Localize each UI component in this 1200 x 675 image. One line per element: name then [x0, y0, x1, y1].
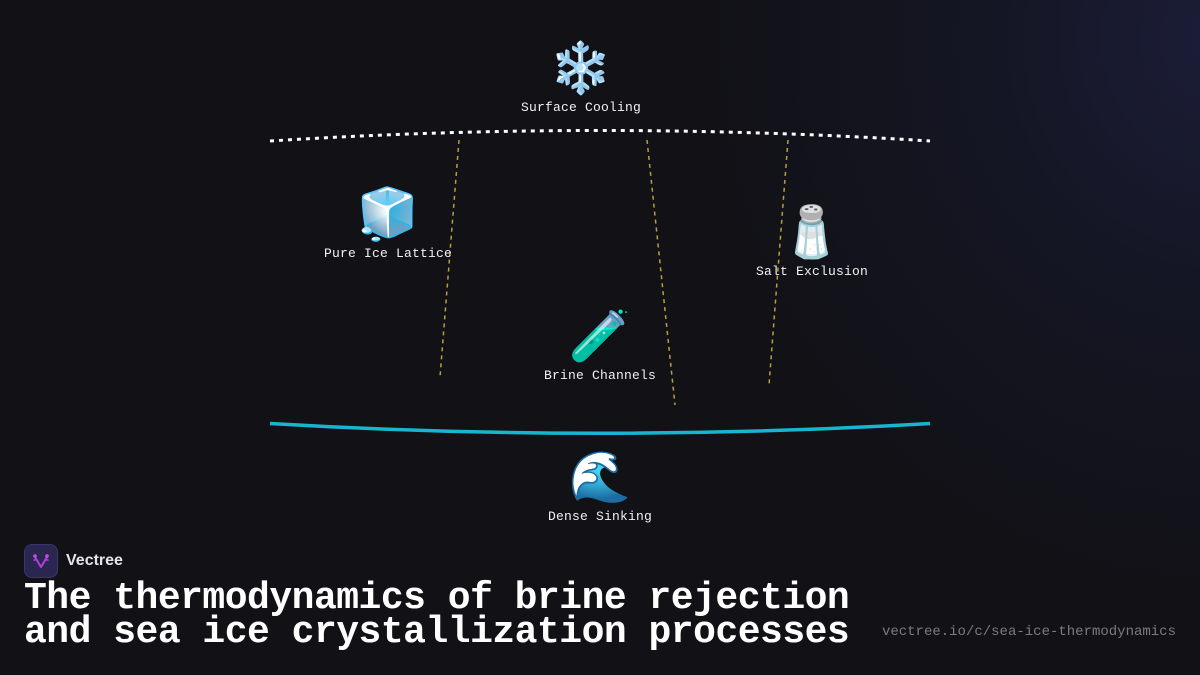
node-label: Salt Exclusion: [755, 264, 869, 279]
connector-salt-exclusion: [768, 139, 789, 386]
brand: Vectree: [24, 544, 123, 578]
water-boundary-line: [269, 421, 931, 435]
brand-name: Vectree: [66, 552, 123, 569]
title-line-2: and sea ice crystallization processes: [24, 611, 850, 654]
snowflake-icon: ❄️: [549, 39, 613, 97]
node-label: Pure Ice Lattice: [323, 246, 453, 261]
wave-icon: 🌊: [568, 448, 632, 506]
node-surface-cooling: ❄️ Surface Cooling: [521, 40, 641, 115]
node-salt-exclusion: 🧂 Salt Exclusion: [756, 204, 868, 279]
title-line-1: The thermodynamics of brine rejection: [24, 577, 850, 620]
node-label: Brine Channels: [543, 368, 657, 383]
test-tube-icon: 🧪: [568, 307, 632, 365]
node-brine-channels: 🧪 Brine Channels: [544, 308, 656, 383]
page-title: The thermodynamics of brine rejection an…: [24, 577, 850, 654]
ice-cube-icon: 🧊: [356, 185, 420, 243]
node-pure-ice-lattice: 🧊 Pure Ice Lattice: [324, 186, 452, 261]
node-dense-sinking: 🌊 Dense Sinking: [548, 449, 652, 524]
node-label: Dense Sinking: [547, 509, 653, 524]
surface-boundary-line: [269, 129, 931, 143]
source-url: vectree.io/c/sea-ice-thermodynamics: [881, 624, 1176, 640]
salt-shaker-icon: 🧂: [780, 203, 844, 261]
node-label: Surface Cooling: [520, 100, 642, 115]
vectree-logo-icon: [24, 544, 58, 578]
